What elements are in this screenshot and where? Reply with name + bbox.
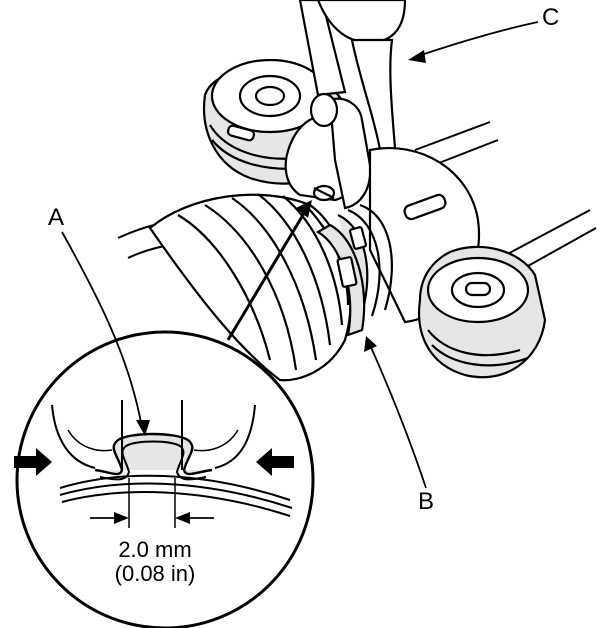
lower-bushing	[418, 245, 547, 379]
boot-clamp-band	[315, 223, 368, 337]
squeeze-arrow-left	[14, 448, 52, 476]
callout-b: B	[418, 488, 435, 515]
measurement-imperial: (0.08 in)	[114, 561, 196, 587]
callout-c: C	[542, 4, 560, 31]
upper-bushing	[203, 58, 352, 185]
boot-wall-right	[214, 404, 256, 469]
measurement-metric: 2.0 mm	[118, 537, 192, 562]
measurement-label: 2.0 mm (0.08 in)	[70, 537, 240, 587]
squeeze-arrow-right	[256, 448, 294, 476]
leader-b	[364, 336, 427, 489]
cv-boot	[148, 193, 352, 382]
callout-a: A	[48, 204, 65, 231]
detail-view	[14, 330, 315, 628]
leader-a	[61, 231, 150, 436]
leader-c	[408, 21, 539, 63]
clamp-pliers	[284, 0, 407, 210]
detail-connector	[226, 200, 312, 341]
boot-wall-left	[51, 404, 96, 469]
